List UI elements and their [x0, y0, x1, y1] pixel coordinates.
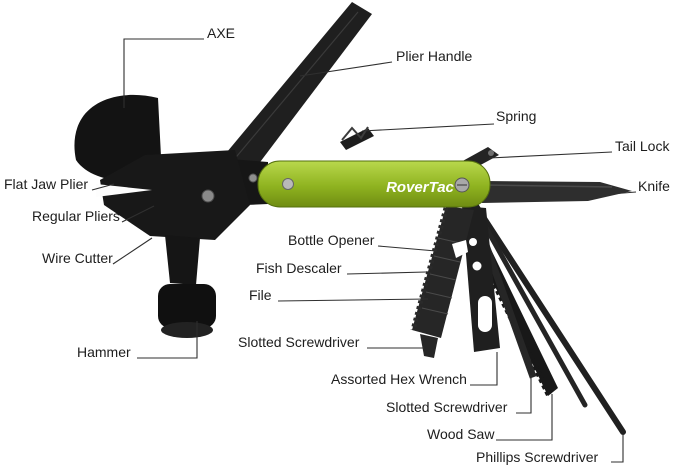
plier-jaws — [100, 150, 250, 240]
leader-tail-lock — [488, 151, 613, 159]
leader-wire-cutter — [112, 237, 153, 265]
green-handle — [257, 160, 491, 208]
leader-knife — [610, 191, 637, 195]
leader-hammer — [137, 321, 198, 359]
label-assorted-hex-wrench: Assorted Hex Wrench — [331, 371, 467, 387]
label-slotted-screwdriver-2: Slotted Screwdriver — [386, 399, 508, 415]
leader-regular-pliers — [121, 205, 155, 223]
label-slotted-screwdriver-1: Slotted Screwdriver — [238, 334, 360, 350]
label-file: File — [249, 287, 272, 303]
slotted-screwdriver-tool-long — [471, 203, 588, 408]
arm-highlight — [231, 11, 359, 163]
leader-axe — [123, 38, 204, 108]
label-hammer: Hammer — [77, 344, 131, 360]
knife-blade — [482, 181, 632, 203]
label-spring: Spring — [496, 108, 537, 124]
plier-pivot-screw — [201, 189, 215, 203]
label-wire-cutter: Wire Cutter — [42, 250, 113, 266]
handle-screw — [282, 178, 294, 190]
rivet — [248, 173, 258, 183]
leader-spring — [361, 123, 495, 132]
label-fish-descaler: Fish Descaler — [256, 260, 342, 276]
file-tool — [412, 206, 474, 338]
tail-lock-pin — [488, 150, 494, 156]
leader-phillips-screwdriver — [611, 434, 624, 463]
leader-lines — [91, 38, 637, 463]
label-plier-handle: Plier Handle — [396, 48, 473, 64]
leader-plier-handle — [299, 61, 393, 77]
leader-bottle-opener — [377, 245, 437, 252]
label-axe: AXE — [207, 25, 236, 41]
hex-hole-medium — [472, 261, 482, 271]
phillips-screwdriver-tool — [473, 203, 626, 435]
leader-wood-saw — [496, 394, 553, 441]
bottle-opener-notch — [452, 240, 468, 258]
label-wood-saw: Wood Saw — [427, 426, 495, 442]
label-flat-jaw-plier: Flat Jaw Plier — [4, 176, 89, 192]
leader-fish-descaler — [346, 271, 427, 275]
leader-file — [277, 298, 429, 302]
label-regular-pliers: Regular Pliers — [32, 208, 120, 224]
spring-latch — [340, 128, 374, 150]
label-knife: Knife — [638, 178, 670, 194]
hex-wrench-slot — [478, 296, 492, 332]
hammer-face — [161, 322, 213, 338]
hex-hole-small — [469, 238, 477, 246]
knife-edge-highlight — [483, 184, 613, 188]
hammer-head — [158, 284, 216, 328]
plier-handle-arm — [222, 2, 372, 178]
fold-out-tools — [410, 201, 626, 435]
spring-wire — [341, 126, 369, 141]
hammer-neck — [165, 235, 200, 285]
leader-flat-jaw-plier — [91, 183, 115, 191]
jaw-gap — [96, 184, 152, 197]
slotted-tip-tool — [420, 334, 438, 358]
label-phillips-screwdriver: Phillips Screwdriver — [476, 449, 599, 465]
leader-slotted-screwdriver-2 — [516, 375, 532, 414]
brand-text: RoverTac — [386, 179, 454, 196]
label-tail-lock: Tail Lock — [615, 138, 670, 154]
leader-assorted-hex-wrench — [470, 352, 498, 386]
label-bottle-opener: Bottle Opener — [288, 232, 375, 248]
